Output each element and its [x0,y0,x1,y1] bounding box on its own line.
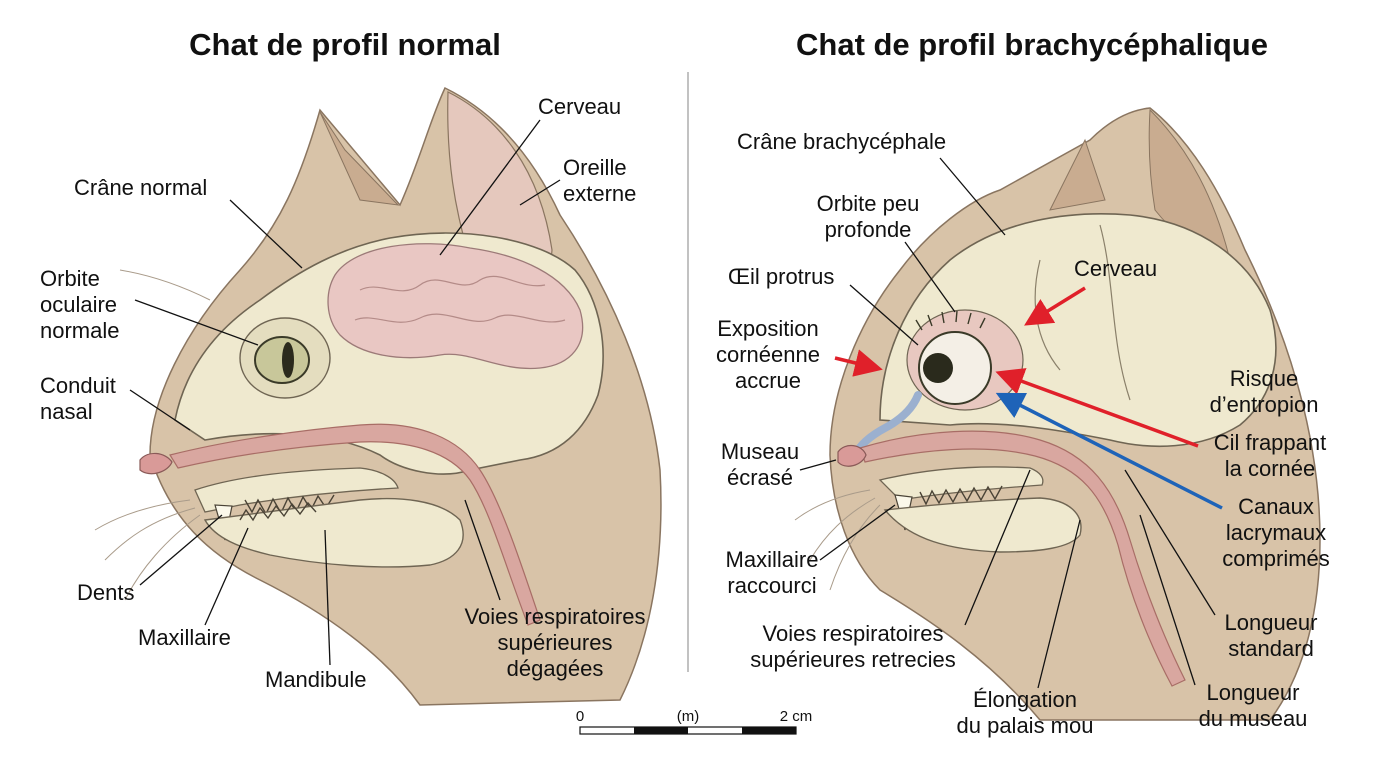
brachy-mandible [883,497,1082,553]
label-orbite-line3: normale [40,318,119,343]
normal-cat-illustration [94,86,662,706]
label-elongation-line1: Élongation [973,687,1077,712]
label-canaux-line2: lacrymaux [1226,520,1326,545]
label-cerveau-brachy: Cerveau [1074,256,1157,281]
label-exposition-line3: accrue [735,368,801,393]
label-longueur-museau-line2: du museau [1199,706,1308,731]
label-crane-brachy: Crâne brachycéphale [737,129,946,154]
scale-bar: 0 (m) 2 cm [576,708,813,735]
label-orbite-line1: Orbite [40,266,100,291]
label-longueur-standard-line1: Longueur [1225,610,1318,635]
label-crane-normal: Crâne normal [74,175,207,200]
label-conduit-line2: nasal [40,399,93,424]
scale-unit: (m) [677,708,700,725]
label-maxillaire-brachy-line1: Maxillaire [726,547,819,572]
normal-brain [327,243,584,370]
normal-upper-teeth [244,494,335,516]
label-orbite-peu-line2: profonde [825,217,912,242]
label-voies-normal-line2: supérieures [498,630,613,655]
label-mandibule: Mandibule [265,667,367,692]
label-longueur-museau-line1: Longueur [1207,680,1300,705]
normal-whiskers [94,269,211,601]
label-voies-brachy-line1: Voies respiratoires [763,621,944,646]
brachy-nose [837,445,867,467]
arrow-exposition [834,349,883,377]
label-oreille-externe-line1: Oreille [563,155,627,180]
label-canaux-line1: Canaux [1238,494,1314,519]
brachy-labels: Chat de profil brachycéphalique Crâne br… [716,27,1330,738]
brachy-eye [918,331,992,405]
brachy-upper-teeth [919,485,1003,506]
label-exposition-line1: Exposition [717,316,819,341]
arrow-cil [995,368,1199,448]
brachy-left-ear [1049,138,1106,211]
scale-end: 2 cm [780,708,813,725]
label-entropion-line2: d’entropion [1210,392,1319,417]
label-cil-line2: la cornée [1225,456,1316,481]
label-maxillaire-brachy-line2: raccourci [727,573,816,598]
label-orbite-peu-line1: Orbite peu [817,191,920,216]
label-entropion-line1: Risque [1230,366,1298,391]
brachy-whiskers [794,489,881,591]
label-voies-brachy-line2: supérieures retrecies [750,647,955,672]
label-dents: Dents [77,580,134,605]
label-cil-line1: Cil frappant [1214,430,1327,455]
label-canaux-line3: comprimés [1222,546,1330,571]
title-brachy: Chat de profil brachycéphalique [796,27,1268,62]
brachy-airway [859,430,1186,687]
arrow-cerveau [1024,286,1086,326]
label-voies-normal-line1: Voies respiratoires [465,604,646,629]
label-maxillaire-normal: Maxillaire [138,625,231,650]
label-conduit-line1: Conduit [40,373,116,398]
label-museau-line2: écrasé [727,465,793,490]
label-oeil-protrus: Œil protrus [728,264,834,289]
brachy-eyelashes [915,310,986,331]
arrow-canaux [995,392,1223,510]
label-exposition-line2: cornéenne [716,342,820,367]
label-elongation-line2: du palais mou [957,713,1094,738]
normal-nasal-conduit [169,423,541,626]
label-longueur-standard-line2: standard [1228,636,1314,661]
label-voies-normal-line3: dégagées [507,656,604,681]
label-orbite-line2: oculaire [40,292,117,317]
title-normal: Chat de profil normal [189,27,501,62]
scale-start: 0 [576,708,584,725]
normal-left-ear [319,111,400,206]
brachy-nasolacrimal-duct [851,391,922,459]
normal-labels: Chat de profil normal Cerveau Oreille ex… [40,27,645,692]
normal-nose [139,452,173,475]
label-cerveau-normal: Cerveau [538,94,621,119]
label-oreille-externe-line2: externe [563,181,636,206]
label-museau-line1: Museau [721,439,799,464]
normal-lower-teeth [239,501,317,522]
brachy-cat-illustration [794,107,1321,721]
